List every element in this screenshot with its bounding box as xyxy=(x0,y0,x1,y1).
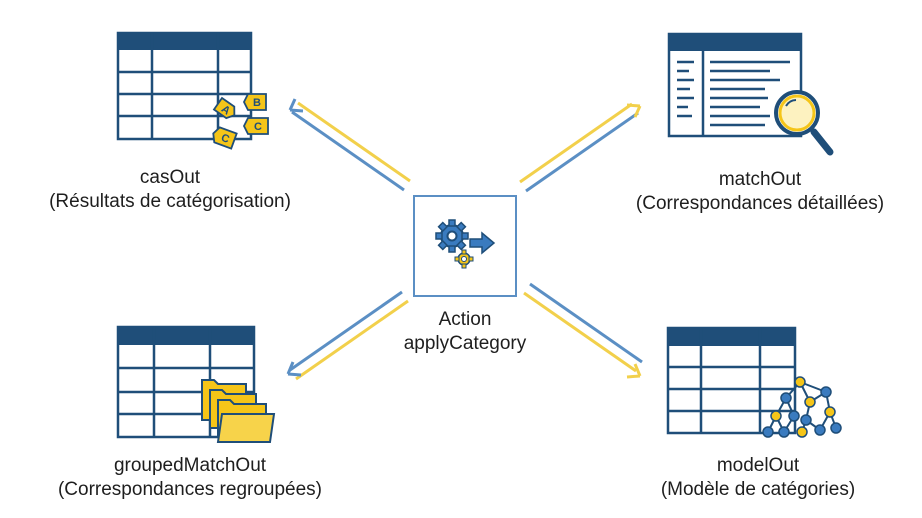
center-line2: applyCategory xyxy=(403,333,527,354)
modelout-table xyxy=(666,326,797,435)
matchout-name: matchOut xyxy=(718,169,802,190)
gears-arrow-icon xyxy=(435,219,496,269)
arrow-to-casout xyxy=(288,98,411,192)
magnifier-icon xyxy=(774,90,834,156)
modelout-label: modelOut (Modèle de catégories) xyxy=(608,454,908,502)
casout-name: casOut xyxy=(139,167,201,188)
arrow-to-modelout xyxy=(523,282,643,379)
tag-letter: C xyxy=(254,121,262,133)
arrow-to-groupedmatchout xyxy=(286,290,409,381)
casout-label: casOut (Résultats de catégorisation) xyxy=(20,166,320,214)
groupedmatchout-name: groupedMatchOut xyxy=(113,455,267,476)
tag-letter: C xyxy=(219,132,231,146)
modelout-description: (Modèle de catégories) xyxy=(660,479,856,500)
center-line1: Action xyxy=(438,309,492,330)
modelout-name: modelOut xyxy=(716,455,800,476)
matchout-label: matchOut (Correspondances détaillées) xyxy=(610,168,910,216)
network-icon xyxy=(762,376,842,438)
matchout-document xyxy=(667,32,803,138)
matchout-description: (Correspondances détaillées) xyxy=(635,193,885,214)
folders-icon xyxy=(201,379,276,443)
center-label: Action applyCategory xyxy=(365,308,565,356)
groupedmatchout-description: (Correspondances regroupées) xyxy=(57,479,323,500)
casout-table xyxy=(116,31,253,141)
tag-letter: B xyxy=(253,97,261,109)
tags-icon: A B C C xyxy=(212,93,269,150)
center-action-box xyxy=(413,195,517,297)
arrow-to-matchout xyxy=(519,102,642,193)
casout-description: (Résultats de catégorisation) xyxy=(49,191,291,212)
groupedmatchout-label: groupedMatchOut (Correspondances regroup… xyxy=(20,454,360,502)
